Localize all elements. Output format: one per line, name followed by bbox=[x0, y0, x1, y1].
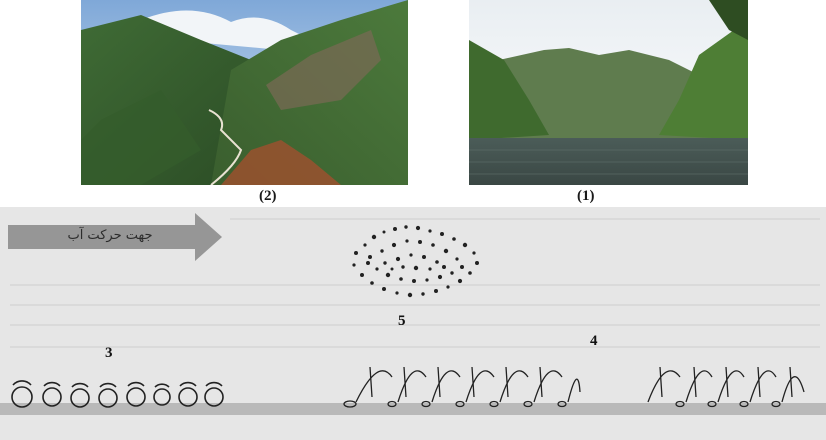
saltation-paths-right bbox=[647, 366, 805, 408]
lake-photo bbox=[469, 0, 748, 185]
suspended-particles bbox=[352, 225, 479, 298]
lake-photo-caption: (1) bbox=[577, 188, 595, 204]
flow-direction-label: جهت حرکت آب bbox=[67, 228, 153, 243]
saltation-paths-middle bbox=[343, 366, 581, 408]
label-suspension: 5 bbox=[398, 313, 406, 329]
rolling-particles bbox=[11, 380, 224, 408]
label-saltation: 4 bbox=[590, 333, 598, 349]
valley-photo bbox=[81, 0, 408, 185]
sediment-transport-diagram: جهت حرکت آب 3 5 4 bbox=[0, 207, 826, 440]
label-rolling: 3 bbox=[105, 345, 113, 361]
river-bed bbox=[0, 403, 826, 415]
valley-photo-caption: (2) bbox=[259, 188, 277, 204]
flow-direction-arrow bbox=[8, 213, 222, 261]
